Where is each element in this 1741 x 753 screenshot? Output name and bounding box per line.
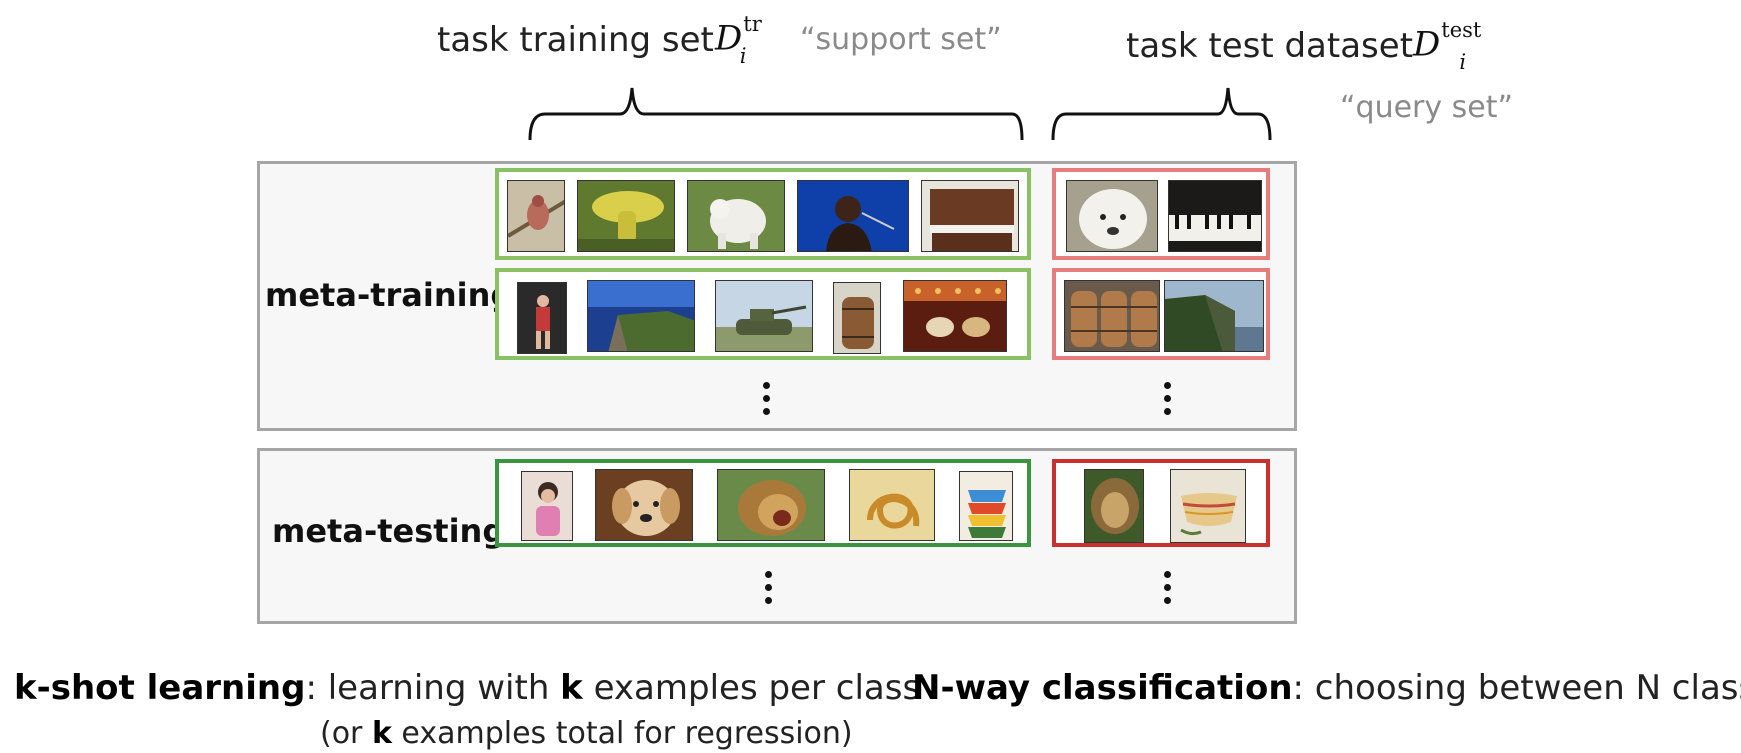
pretzel-photo — [849, 469, 935, 541]
lion-photo — [1084, 469, 1144, 543]
more-tasks-ellipsis — [1164, 571, 1172, 610]
test-set-symbol: Dtest i — [1413, 18, 1488, 74]
support-set-box — [495, 459, 1031, 547]
test-set-symbol-sup: test — [1441, 18, 1482, 42]
test-set-symbol-letter: D — [1413, 24, 1441, 65]
kshot-line2-a: (or — [320, 716, 372, 751]
carousel-photo — [903, 280, 1007, 352]
train-set-symbol-letter: D — [715, 18, 743, 59]
white-dog-closeup-photo — [1066, 180, 1158, 252]
golden-dog-photo — [595, 469, 693, 541]
train-set-symbol-sup: tr — [743, 12, 762, 36]
more-tasks-ellipsis — [1164, 382, 1172, 421]
kshot-desc-1: : learning with — [305, 668, 561, 708]
test-set-label: task test dataset — [1126, 26, 1414, 66]
bowls-photo — [959, 471, 1013, 541]
girl-photo — [521, 471, 573, 541]
kshot-desc-2: examples per class — [582, 668, 921, 708]
mushroom-photo — [577, 180, 675, 252]
barrels-photo — [1064, 280, 1160, 352]
white-dog-photo — [687, 180, 785, 252]
tank-photo — [715, 280, 813, 352]
more-tasks-ellipsis — [765, 571, 773, 610]
query-brace — [1051, 87, 1272, 141]
query-set-box — [1052, 168, 1270, 260]
cliffs-photo — [1164, 280, 1264, 352]
kshot-k: k — [560, 668, 583, 708]
singer-photo — [797, 180, 909, 252]
meta-testing-label: meta-testing — [272, 512, 506, 550]
query-set-box — [1052, 459, 1270, 547]
nway-term: N-way classification — [912, 668, 1293, 708]
kshot-definition: k-shot learning: learning with k example… — [14, 668, 920, 708]
kshot-term: k-shot learning — [14, 668, 306, 708]
support-set-note: “support set” — [800, 22, 1002, 57]
nway-desc: : choosing between N classes — [1292, 668, 1741, 708]
sea-cliff-photo — [587, 280, 695, 352]
meta-training-label: meta-training — [265, 276, 514, 314]
support-brace — [528, 87, 1024, 141]
query-set-box — [1052, 268, 1270, 360]
kshot-line2-k: k — [371, 716, 392, 751]
kshot-regression-note: (or k examples total for regression) — [320, 716, 853, 751]
gymnast-photo — [517, 282, 567, 354]
query-set-note: “query set” — [1340, 90, 1514, 125]
more-tasks-ellipsis — [763, 382, 771, 421]
piano-keys-photo — [1168, 180, 1262, 252]
train-set-symbol-sub: i — [739, 44, 747, 69]
train-set-symbol: Dtr i — [715, 12, 768, 68]
piano-photo — [921, 180, 1019, 252]
kshot-line2-b: examples total for regression) — [391, 716, 853, 751]
nway-definition: N-way classification: choosing between N… — [912, 668, 1741, 708]
support-set-box — [495, 268, 1031, 360]
support-set-box — [495, 168, 1031, 260]
bird-photo — [507, 180, 565, 252]
bowl-photo — [1170, 469, 1246, 543]
test-set-symbol-sub: i — [1459, 50, 1467, 75]
train-set-label: task training set — [437, 20, 714, 60]
lion-roar-photo — [717, 469, 825, 541]
barrel-photo — [833, 282, 881, 354]
